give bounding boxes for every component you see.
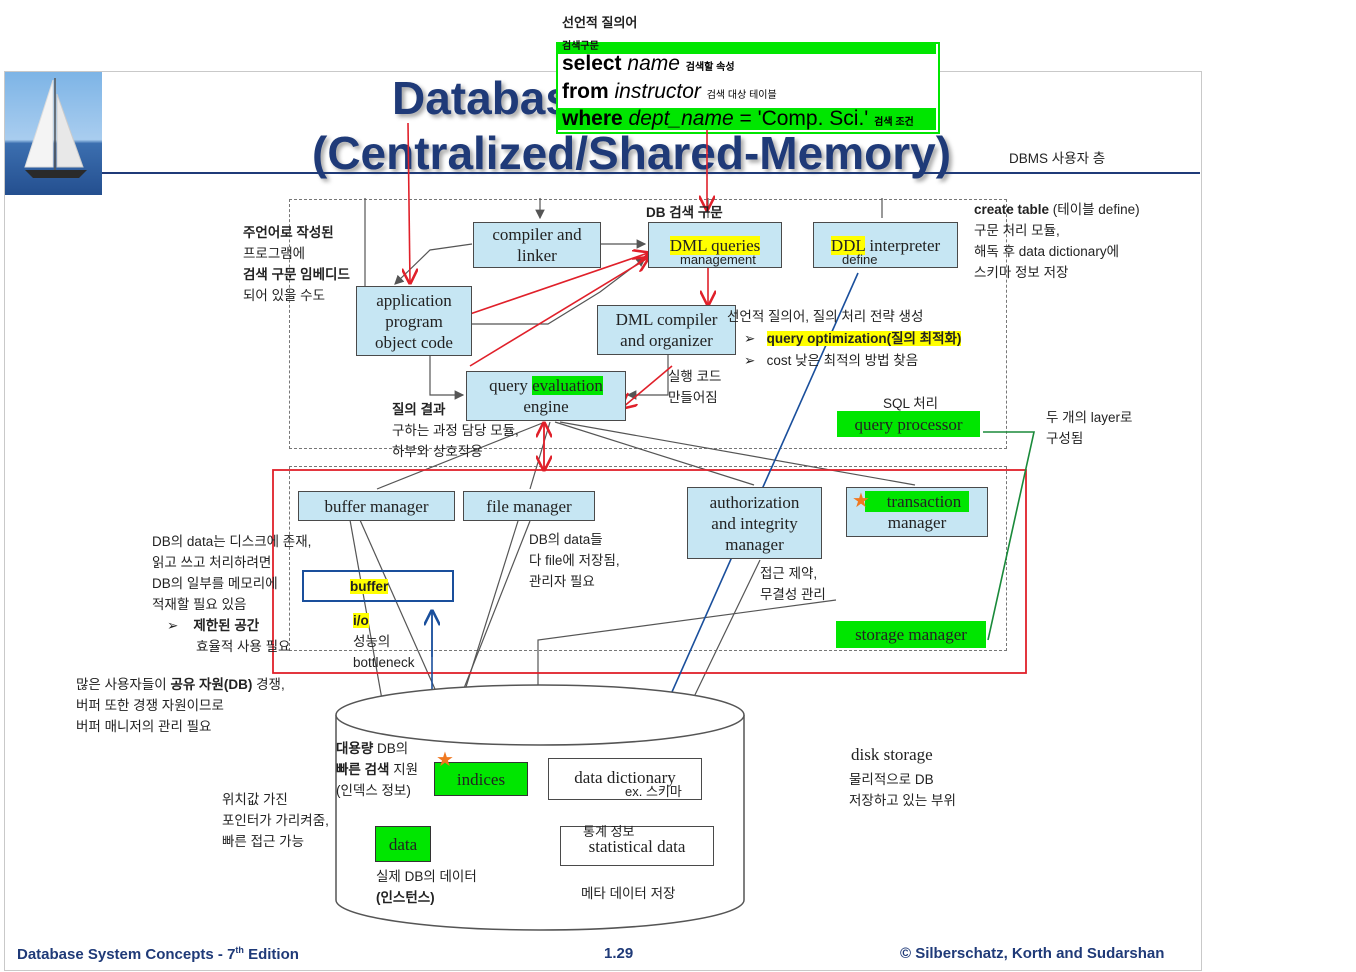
- ddl-label: DDL: [830, 235, 866, 255]
- instance-note: 실제 DB의 데이터 (인스턴스): [376, 869, 477, 905]
- exec-code-note: 실행 코드 만들어짐: [668, 369, 722, 405]
- authorization-integrity-box: authorization and integrity manager: [687, 487, 822, 559]
- query-eval-highlight: evaluation: [532, 376, 603, 395]
- query-eval-label-a: query: [489, 376, 528, 395]
- dbms-users-note: DBMS 사용자 층: [1009, 151, 1106, 166]
- compiler-linker-box: compiler and linker: [473, 222, 601, 268]
- slide-title-line1: Databas: [392, 72, 571, 124]
- buffer-manager-box: buffer manager: [298, 491, 455, 521]
- db-search-note: DB 검색 구문: [646, 205, 723, 220]
- transaction-manager-box: transaction manager: [846, 487, 988, 537]
- query-result-note: 질의 결과 구하는 과정 담당 모듈, 하부와 상호작용: [392, 402, 519, 459]
- cost-note: ➢ cost 낮은 최적의 방법 찾음: [744, 353, 919, 368]
- buffer-description-note: DB의 data는 디스크에 존재, 읽고 쓰고 처리하려면 DB의 일부를 메…: [152, 534, 312, 654]
- two-layers-note: 두 개의 layer로 구성됨: [1046, 410, 1133, 446]
- sql-where-line: where dept_name = 'Comp. Sci.' 검색 조건: [562, 107, 914, 130]
- dml-queries-box: DML queries: [648, 222, 782, 268]
- query-optimization-note: ➢ query optimization(질의 최적화): [744, 331, 962, 346]
- star-icon: ★: [436, 749, 454, 771]
- statistical-data-box: statistical data: [560, 826, 714, 866]
- pointer-description-note: 위치값 가진 포인터가 가리켜줌, 빠른 접근 가능: [222, 792, 329, 849]
- compiler-linker-line2: linker: [517, 246, 557, 265]
- auth-line2: and integrity: [711, 513, 798, 533]
- ddl-description-note: create table (테이블 define) 구문 처리 모듈, 해독 후…: [974, 202, 1140, 280]
- ddl-interpreter-box: DDL interpreter: [813, 222, 958, 268]
- sailboat-logo: [5, 72, 102, 195]
- query-evaluation-engine-box: query evaluation engine: [466, 371, 626, 421]
- auth-line1: authorization: [709, 492, 800, 512]
- query-eval-label-b: engine: [523, 397, 569, 416]
- storage-manager-label: storage manager: [836, 621, 986, 648]
- transaction-label-a: transaction: [864, 491, 970, 512]
- title-rule: [102, 172, 1200, 174]
- data-dictionary-note: ex. 스키마: [625, 784, 682, 799]
- shared-resource-note: 많은 사용자들이 공유 자원(DB) 경쟁, 버퍼 또한 경쟁 자원이므로 버퍼…: [76, 677, 285, 734]
- star-icon: ★: [852, 490, 870, 512]
- transaction-label-b: manager: [887, 513, 947, 532]
- indices-box: indices: [434, 762, 528, 796]
- dml-compiler-line2: and organizer: [620, 331, 713, 350]
- query-processor-region: [289, 199, 1007, 449]
- app-program-line1: application: [376, 290, 452, 310]
- ddl-interpreter-label: interpreter: [865, 235, 941, 255]
- buffer-label: buffer: [350, 579, 389, 594]
- sql-sub: 검색구문: [562, 41, 599, 52]
- io-note: i/o 성능의 bottleneck: [353, 613, 415, 670]
- dml-compiler-box: DML compiler and organizer: [597, 305, 736, 355]
- compiler-linker-line1: compiler and: [492, 225, 582, 244]
- sql-select-line: select name 검색할 속성: [562, 52, 735, 75]
- data-dictionary-box: data dictionary: [548, 758, 702, 800]
- application-program-box: application program object code: [356, 286, 472, 356]
- query-processor-label: query processor: [837, 411, 980, 437]
- host-language-note: 주언어로 작성된 프로그램에 검색 구문 임베디드 되어 있을 수도: [243, 225, 350, 303]
- app-program-line2: program: [385, 311, 443, 331]
- sql-processing-note: SQL 처리: [883, 396, 939, 411]
- footer-copyright: © Silberschatz, Korth and Sudarshan: [900, 945, 1165, 962]
- meta-data-note: 메타 데이터 저장: [581, 886, 676, 901]
- ddl-note: define: [842, 252, 878, 267]
- footer-book-title: Database System Concepts - 7th Edition: [17, 945, 299, 963]
- sql-from-line: from instructor 검색 대상 테이블: [562, 80, 777, 103]
- file-description-note: DB의 data들 다 file에 저장됨, 관리자 필요: [529, 532, 620, 589]
- dml-description-note: 선언적 질의어, 질의 처리 전략 생성: [727, 309, 924, 324]
- auth-line3: manager: [725, 534, 784, 554]
- dml-queries-label: DML queries: [669, 235, 761, 255]
- index-description-note: 대용량 DB의 빠른 검색 지원 (인덱스 정보): [336, 741, 419, 798]
- slide-title-line2: (Centralized/Shared-Memory): [312, 127, 952, 179]
- footer-page-number: 1.29: [604, 945, 634, 962]
- data-box: data: [375, 826, 431, 862]
- dml-queries-note: management: [680, 252, 756, 267]
- sql-query-panel: 검색구문 select name 검색할 속성 from instructor …: [556, 41, 940, 134]
- sql-heading: 선언적 질의어: [562, 15, 638, 30]
- file-manager-box: file manager: [463, 491, 595, 521]
- integrity-description-note: 접근 제약, 무결성 관리: [760, 566, 826, 602]
- dml-compiler-line1: DML compiler: [615, 310, 718, 329]
- physical-storage-note: 물리적으로 DB 저장하고 있는 부위: [849, 772, 956, 808]
- disk-storage-label: disk storage: [851, 745, 933, 764]
- app-program-line3: object code: [375, 332, 453, 352]
- statistical-note: 통계 정보: [583, 824, 635, 839]
